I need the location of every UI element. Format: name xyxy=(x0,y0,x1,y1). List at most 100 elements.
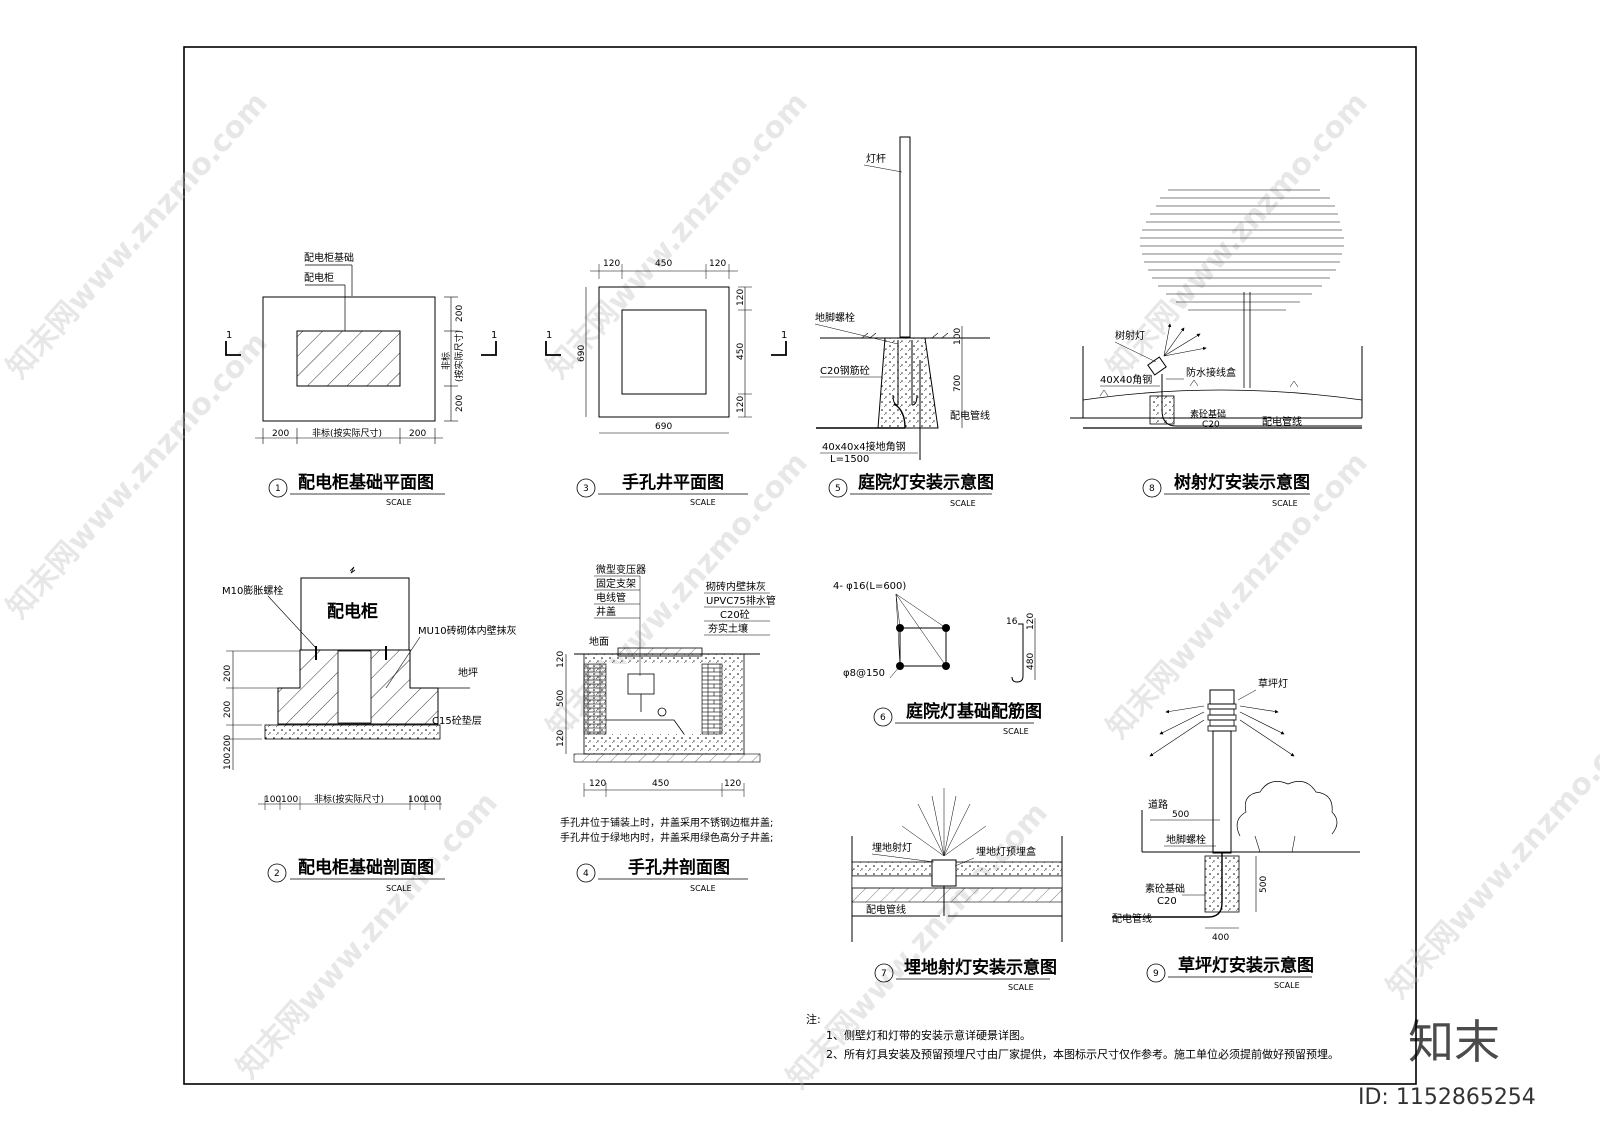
d8-lamp-label: 树射灯 xyxy=(1115,329,1145,342)
detail-4-handhole-section: 微型变压器 固定支架 电线管 井盖 地面 砌砖内壁抹灰 UPVC75排水管 C2… xyxy=(556,563,776,893)
sheet-border xyxy=(183,46,1417,1085)
d5-scale: SCALE xyxy=(950,499,976,508)
d2-scale: SCALE xyxy=(386,884,412,893)
d4-ground-label: 地面 xyxy=(589,635,609,648)
svg-text:知末网www.znzmo.com: 知末网www.znzmo.com xyxy=(230,786,505,1086)
d3-title: 手孔井平面图 xyxy=(622,472,724,493)
detail-7-buried-spotlight: 埋地射灯 埋地灯预埋盒 配电管线 7 埋地射灯安装示意图 SCALE xyxy=(851,788,1063,992)
d2-dim-v2: 200 xyxy=(223,701,233,718)
d9-dim-v: 500 xyxy=(1259,876,1269,893)
d4-note-1: 手孔井位于铺装上时，井盖采用不锈钢边框井盖; xyxy=(560,816,773,829)
svg-text:知末网www.znzmo.com: 知末网www.znzmo.com xyxy=(0,86,275,386)
d5-number: 5 xyxy=(835,484,841,494)
d4-dim-v2: 500 xyxy=(556,690,566,707)
d4-dim-h1: 120 xyxy=(589,779,606,789)
d5-angle-label: 40x40x4接地角钢 xyxy=(822,440,906,453)
d5-length-label: L=1500 xyxy=(830,454,869,465)
d5-pole-label: 灯杆 xyxy=(866,153,886,165)
d4-title: 手孔井剖面图 xyxy=(628,857,730,878)
d5-concrete-label: C20钢筋砼 xyxy=(820,364,870,377)
d1-number: 1 xyxy=(275,484,281,494)
d8-pipe-label: 配电管线 xyxy=(1262,415,1302,428)
d1-foundation-label: 配电柜基础 xyxy=(304,251,354,264)
d6-hook2-label: 120 xyxy=(1026,613,1036,630)
d9-number: 9 xyxy=(1153,969,1159,979)
d8-base-label: 素砼基础 xyxy=(1190,408,1226,420)
d5-anchor-label: 地脚螺栓 xyxy=(815,311,855,324)
d2-bolt-label: M10膨胀螺栓 xyxy=(222,584,283,597)
d3-scale: SCALE xyxy=(690,498,716,507)
d2-dim-mid: 非标(按实际尺寸) xyxy=(314,793,384,805)
d4-cover-label: 井盖 xyxy=(596,605,616,618)
d5-title: 庭院灯安装示意图 xyxy=(858,472,994,493)
d1-cabinet-label: 配电柜 xyxy=(304,271,334,284)
d3-dim-t1: 120 xyxy=(603,259,620,269)
general-notes: 注: 1、侧壁灯和灯带的安装示意详硬景详图。 2、所有灯具安装及预留预埋尺寸由厂… xyxy=(806,1012,1339,1061)
d3-dim-t3: 120 xyxy=(709,259,726,269)
d6-hook-label: 16 xyxy=(1006,617,1018,627)
d7-number: 7 xyxy=(881,969,887,979)
d5-pipe-label: 配电管线 xyxy=(950,409,990,422)
d8-angle-label: 40X40角钢 xyxy=(1100,373,1152,386)
d9-c20-label: C20 xyxy=(1157,896,1177,907)
d8-c20-label: C20 xyxy=(1202,420,1220,430)
d2-dim-v4: 100 xyxy=(223,753,233,770)
d4-number: 4 xyxy=(583,869,589,879)
d8-box-label: 防水接线盒 xyxy=(1186,366,1236,379)
d3-dim-r3: 120 xyxy=(736,396,746,413)
d4-dim-v1: 120 xyxy=(556,651,566,668)
detail-9-lawn-lamp: 草坪灯 道路 500 地脚螺栓 素砼基础 C20 配电管线 500 400 9 … xyxy=(1112,677,1360,990)
d1-dim-mid: 非标(按实际尺寸) xyxy=(312,427,382,439)
tree-canopy-scribble xyxy=(1140,189,1344,311)
d6-stirrup-label: φ8@150 xyxy=(843,668,885,679)
notes-head: 注: xyxy=(806,1012,821,1026)
d1-dim-bottom: 200 xyxy=(455,395,465,412)
d7-box-label: 埋地灯预埋盒 xyxy=(976,845,1036,858)
d3-dim-left: 690 xyxy=(577,345,587,362)
d7-pipe-label: 配电管线 xyxy=(866,903,906,916)
d2-dim-h2: 100 xyxy=(281,795,298,805)
d9-pipe-label: 配电管线 xyxy=(1112,912,1152,925)
d3-section-right: 1 xyxy=(781,330,787,341)
d8-number: 8 xyxy=(1149,484,1155,494)
d6-title: 庭院灯基础配筋图 xyxy=(906,701,1042,722)
d1-scale: SCALE xyxy=(386,498,412,507)
d1-nonstd-v2: (按实际尺寸) xyxy=(453,330,465,382)
d4-scale: SCALE xyxy=(690,884,716,893)
svg-text:知末网www.znzmo.com: 知末网www.znzmo.com xyxy=(1380,706,1600,1006)
d8-scale: SCALE xyxy=(1272,499,1298,508)
d3-number: 3 xyxy=(583,484,589,494)
d6-rebar-label: 4- φ16(L=600) xyxy=(833,581,906,592)
d2-cushion-label: C15砼垫层 xyxy=(432,714,482,727)
d1-section-mark-left: 1 xyxy=(226,330,232,341)
d1-dim-top: 200 xyxy=(455,305,465,322)
d9-title: 草坪灯安装示意图 xyxy=(1178,955,1314,976)
d2-cabinet-text: 配电柜 xyxy=(327,601,378,622)
d9-base-label: 素砼基础 xyxy=(1145,882,1185,895)
d9-scale: SCALE xyxy=(1274,981,1300,990)
detail-8-tree-spotlight: 树射灯 40X40角钢 防水接线盒 素砼基础 C20 配电管线 8 树射灯安装示… xyxy=(1070,189,1363,508)
d9-dim-bottom: 400 xyxy=(1212,933,1229,943)
detail-3-handhole-plan: 120 450 120 690 120 450 120 690 1 1 3 手孔… xyxy=(545,259,787,507)
notes-item-2: 2、所有灯具安装及预留预埋尺寸由厂家提供，本图标示尺寸仅作参考。施工单位必须提前… xyxy=(826,1047,1339,1061)
d4-dim-v3: 120 xyxy=(556,730,566,747)
d7-title: 埋地射灯安装示意图 xyxy=(904,957,1057,978)
d2-dim-h4: 100 xyxy=(424,795,441,805)
d2-dim-v3: 200 xyxy=(223,735,233,752)
d4-note-2: 手孔井位于绿地内时，井盖采用绿色高分子井盖; xyxy=(560,831,773,844)
d2-dim-h3: 100 xyxy=(408,795,425,805)
d3-dim-r2: 450 xyxy=(736,343,746,360)
d2-ground-label: 地坪 xyxy=(458,666,478,679)
detail-6-rebar: 4- φ16(L=600) φ8@150 16 120 480 6 庭院灯基础配… xyxy=(833,581,1042,736)
d9-anchor-label: 地脚螺栓 xyxy=(1166,833,1206,846)
d4-conduit-label: 电线管 xyxy=(596,591,626,604)
d4-c20-label: C20砼 xyxy=(720,608,750,621)
d4-soil-label: 夯实土壤 xyxy=(708,622,748,635)
d3-dim-r1: 120 xyxy=(736,289,746,306)
d1-section-mark-right: 1 xyxy=(491,330,497,341)
d1-dim-left: 200 xyxy=(272,429,289,439)
d4-inner-label: 砌砖内壁抹灰 xyxy=(706,580,766,593)
d2-dim-v1: 200 xyxy=(223,665,233,682)
d2-wall-label: MU10砖砌体内壁抹灰 xyxy=(418,624,517,637)
